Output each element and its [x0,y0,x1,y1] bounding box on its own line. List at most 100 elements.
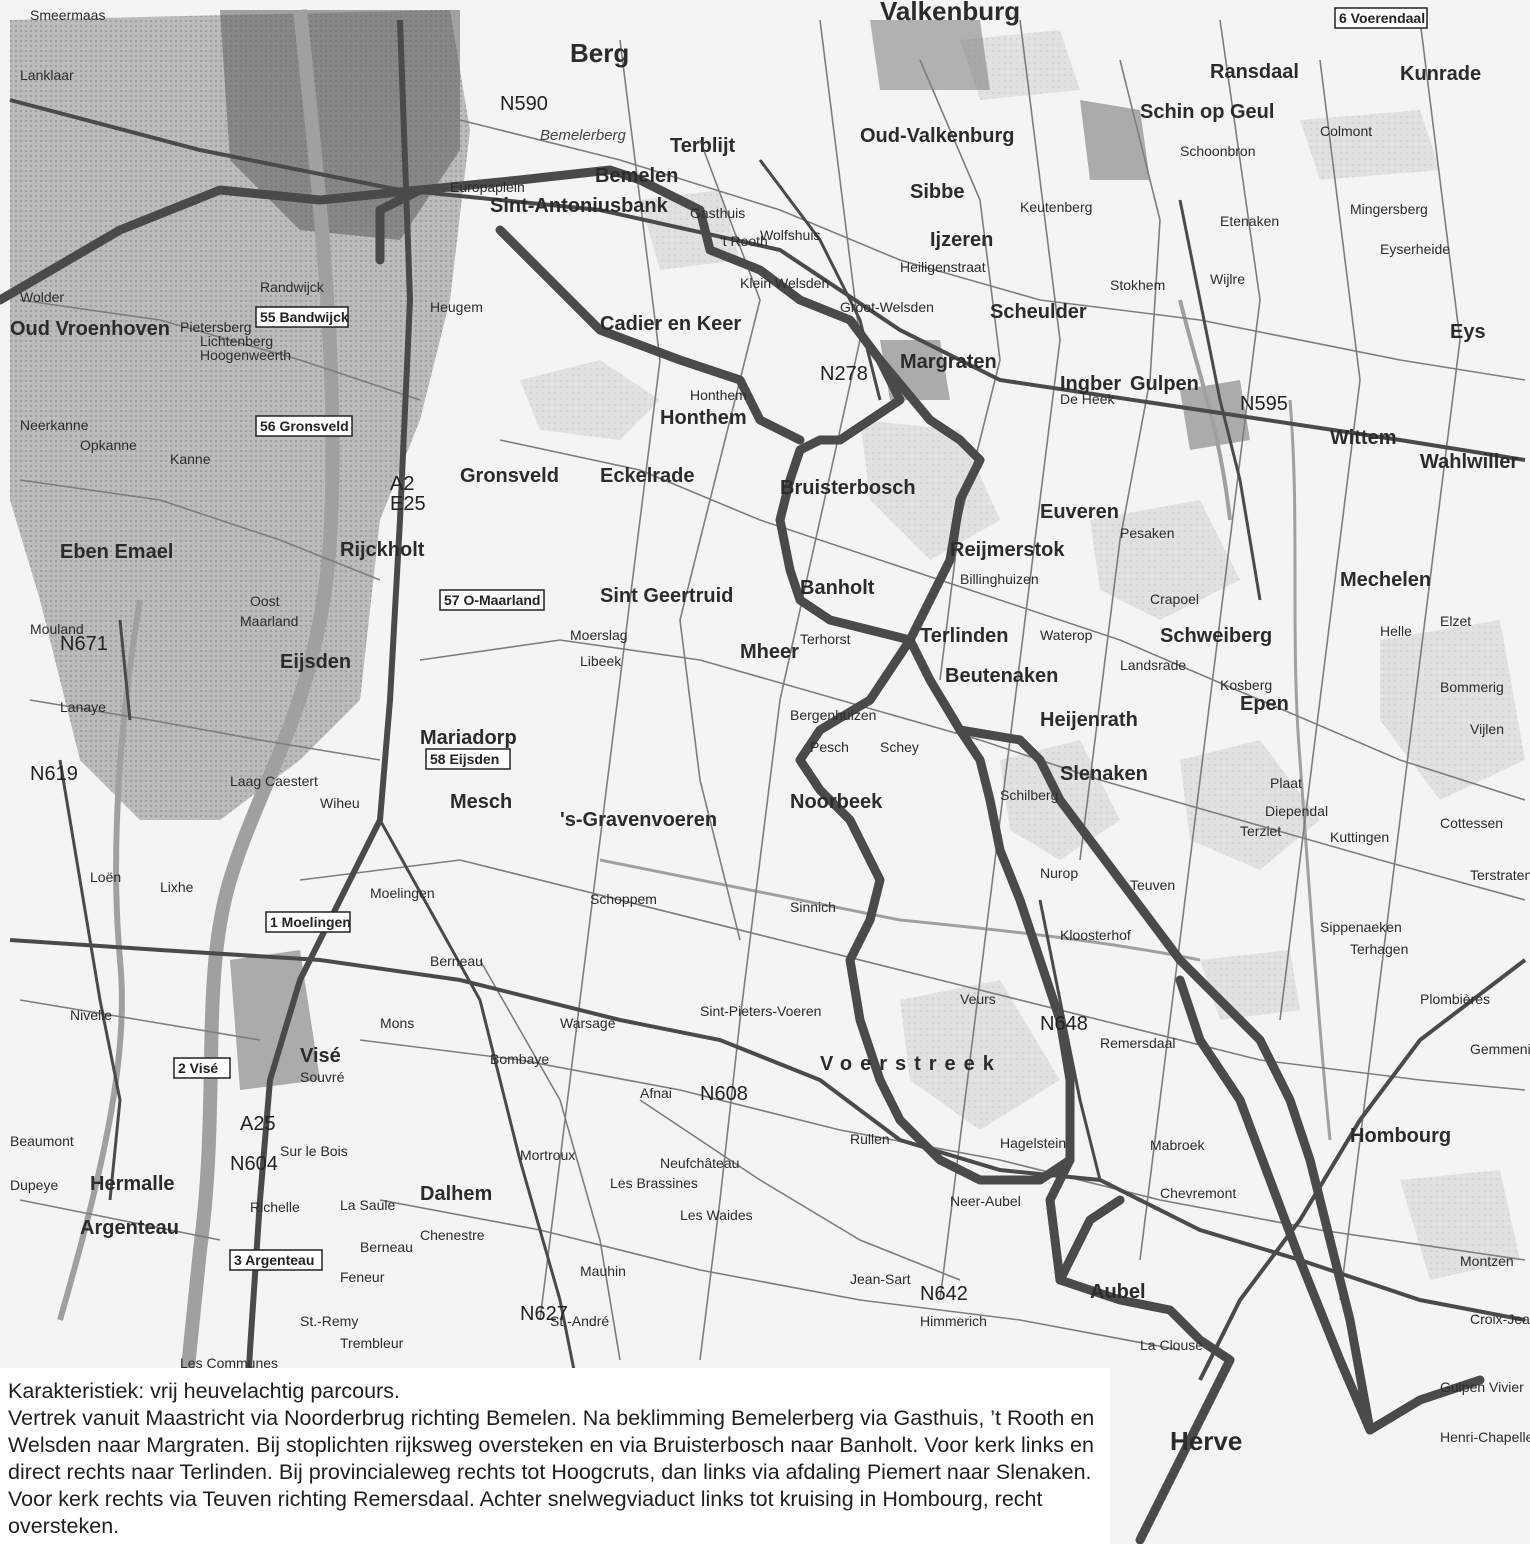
place-label: Mingersberg [1350,201,1428,217]
place-label: Gulpen [1130,373,1199,395]
place-label: Rullen [850,1131,890,1147]
exit-badge: 6 Voerendaal [1334,7,1428,29]
place-label: Afnai [640,1085,672,1101]
place-label: Richelle [250,1199,300,1215]
place-label: Elzet [1440,613,1471,629]
place-label: Crapoel [1150,591,1199,607]
road-numbers: N590 N278 N595 A2 E25 N648 N608 N627 N64… [30,93,1288,1325]
place-label: Les Communes [180,1355,278,1371]
place-label: Cottessen [1440,815,1503,831]
road-number: N627 [520,1303,568,1325]
place-label: Landsrade [1120,657,1186,673]
place-label: Kunrade [1400,63,1481,85]
road-number: A2 [390,473,414,495]
place-label: Les Waides [680,1207,753,1223]
place-label: Terstraten [1470,867,1530,883]
place-label: Rijckholt [340,539,425,561]
place-label: Feneur [340,1269,385,1285]
place-label: Diependal [1265,803,1328,819]
place-label: Sur le Bois [280,1143,348,1159]
minor-roads [19,19,1526,1361]
place-label: Henri-Chapelle [1440,1429,1530,1445]
place-label: La Saule [340,1197,395,1213]
place-label: Berneau [360,1239,413,1255]
place-label: Hermalle [90,1173,175,1195]
place-label: Warsage [560,1015,616,1031]
place-label: Sint-Pieters-Voeren [700,1003,821,1019]
place-label: Sint-Antoniusbank [490,195,669,217]
road-number: N671 [60,633,108,655]
place-label: Slenaken [1060,763,1148,785]
place-label: Lichtenberg [200,333,273,349]
place-label: Beutenaken [945,665,1058,687]
place-label: Schilberg [1000,787,1058,803]
place-label: Wahlwiller [1420,451,1518,473]
place-label: Chevremont [1160,1185,1236,1201]
place-label: Eckelrade [600,465,695,487]
place-label: 't Rooth [720,233,768,249]
svg-text:58 Eijsden: 58 Eijsden [430,751,499,767]
place-label: Vijlen [1470,721,1504,737]
place-label: Plaat [1270,775,1302,791]
place-label: Schey [880,739,919,755]
road-number: N604 [230,1153,278,1175]
place-label: Mortroux [520,1147,575,1163]
place-label: Ijzeren [930,229,993,251]
place-label: Opkanne [80,437,137,453]
place-label: Kanne [170,451,211,467]
place-label: Kloosterhof [1060,927,1131,943]
place-label: Euveren [1040,501,1119,523]
place-label: Smeermaas [30,7,105,23]
place-label: Laag Caestert [230,773,318,789]
svg-text:57 O-Maarland: 57 O-Maarland [444,592,540,608]
place-label: Bruisterbosch [780,477,916,499]
place-label: Eben Emael [60,541,173,563]
place-label: Gasthuis [690,205,745,221]
place-label: Scheulder [990,301,1087,323]
place-label: Neufchâteau [660,1155,739,1171]
place-label: De Heek [1060,391,1115,407]
place-label: Randwijck [260,279,325,295]
road-number: E25 [390,493,426,515]
place-label: Ingber [1060,373,1121,395]
exit-badges: 6 Voerendaal 55 Bandwijck 56 Gronsveld 5… [173,7,1428,1271]
place-label: Hoogenweerth [200,347,291,363]
place-label: Sibbe [910,181,964,203]
place-label: Eys [1450,321,1486,343]
place-label: Kosberg [1220,677,1272,693]
place-label: La Clouse [1140,1337,1203,1353]
place-labels: Berg Valkenburg Sint-Antoniusbank Margra… [60,0,1518,1456]
place-label: Margraten [900,351,997,373]
place-label: Mesch [450,791,512,813]
svg-text:56 Gronsveld: 56 Gronsveld [260,418,349,434]
place-label: Hagelstein [1000,1135,1066,1151]
place-label: Oost [250,593,280,609]
place-label: Colmont [1320,123,1372,139]
place-label: Aubel [1090,1281,1146,1303]
place-label: Heiligenstraat [900,259,986,275]
place-label: Wolder [20,289,64,305]
place-label: Wijlre [1210,271,1245,287]
place-label: Helle [1380,623,1412,639]
place-label: Etenaken [1220,213,1279,229]
exit-badge: 2 Visé [173,1057,231,1079]
place-label: Mouland [30,621,84,637]
place-label: Gronsveld [460,465,559,487]
place-label: Lixhe [160,879,194,895]
place-label: Neerkanne [20,417,89,433]
place-label: Banholt [800,577,875,599]
place-label: Honthem [660,407,747,429]
road-number: N278 [820,363,868,385]
place-label: Souvré [300,1069,345,1085]
place-label: Hombourg [1350,1125,1451,1147]
road-number: N608 [700,1083,748,1105]
route-directions: Vertrek vanuit Maastricht via Noorderbru… [8,1406,1095,1538]
place-label: Ransdaal [1210,61,1299,83]
place-label: Dupeye [10,1177,58,1193]
place-label: Eyserheide [1380,241,1450,257]
place-label: Neer-Aubel [950,1193,1021,1209]
place-label: Sinnich [790,899,836,915]
place-label: Klein Welsden [740,275,829,291]
exit-badge: 58 Eijsden [425,748,511,770]
place-label: Jean-Sart [850,1271,911,1287]
